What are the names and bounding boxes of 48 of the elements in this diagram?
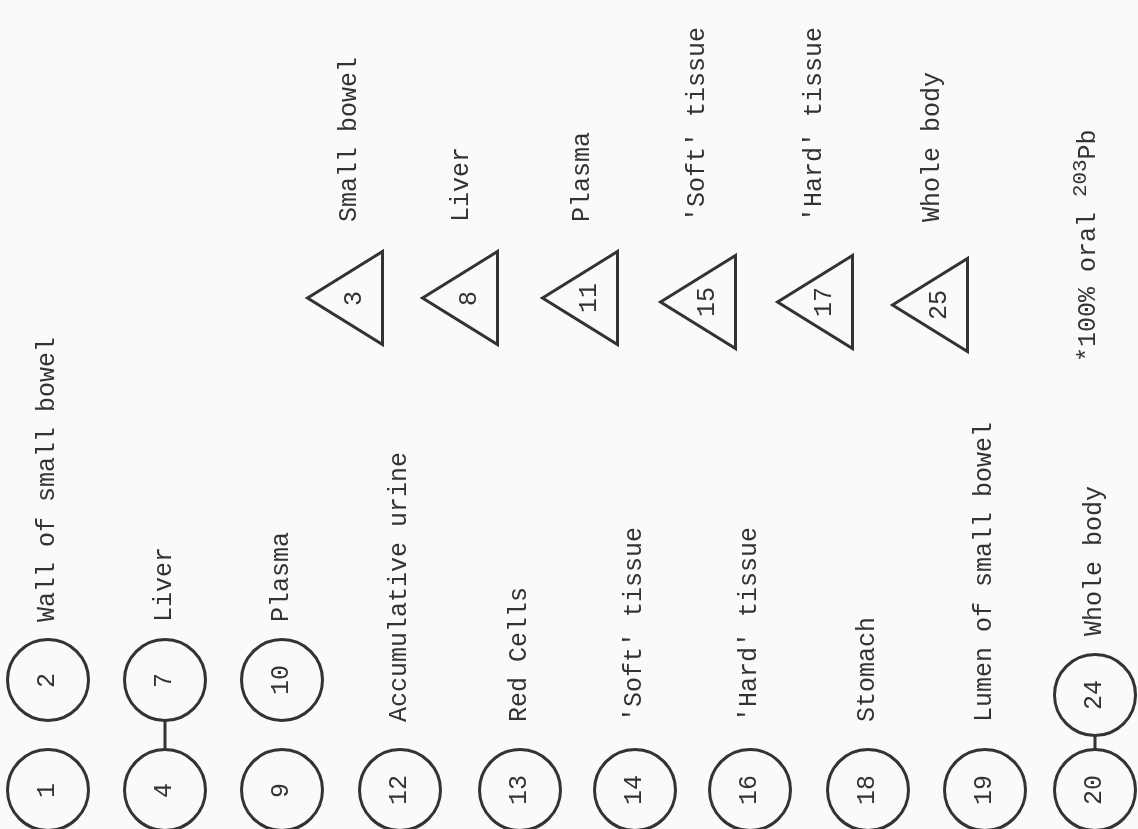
compartment-number: 3: [340, 290, 370, 306]
compartment-label: Whole body: [1080, 485, 1110, 636]
compartment-number: 20: [1080, 775, 1110, 805]
compartment-number: 17: [810, 287, 840, 317]
compartment-number: 7: [150, 672, 180, 688]
compartment-number: 4: [150, 782, 180, 798]
compartment-number: 18: [853, 775, 883, 805]
compartment-number: 11: [575, 283, 605, 313]
compartment-circle: [6, 638, 90, 722]
compartment-label: 'Soft' tissue: [683, 26, 713, 222]
compartment-number: 1: [33, 782, 63, 798]
compartment-number: 10: [267, 665, 297, 695]
compartment-triangle: [659, 254, 737, 350]
compartment-label: Accumulative urine: [385, 451, 415, 722]
compartment-circle: [1053, 653, 1137, 737]
compartment-triangle: [541, 250, 619, 346]
compartment-label: 'Hard' tissue: [735, 526, 765, 722]
compartment-label: Liver: [150, 547, 180, 622]
compartment-number: 8: [455, 290, 485, 306]
compartment-label: Lumen of small bowel: [970, 421, 1000, 722]
compartment-label: Small bowel: [335, 56, 365, 222]
compartment-number: 16: [735, 775, 765, 805]
compartment-triangle: [306, 250, 384, 346]
compartment-number: 13: [505, 775, 535, 805]
compartment-number: 24: [1080, 680, 1110, 710]
compartment-label: Liver: [447, 147, 477, 222]
compartment-label: 'Soft' tissue: [620, 526, 650, 722]
compartment-circle: [123, 638, 207, 722]
compartment-label: Stomach: [853, 616, 883, 722]
compartment-number: 25: [925, 290, 955, 320]
compartment-number: 9: [267, 782, 297, 798]
compartment-triangle: [421, 250, 499, 346]
compartment-triangle: [891, 257, 969, 353]
compartment-triangle: [776, 254, 854, 350]
connector-line: [1093, 735, 1097, 750]
compartment-number: 12: [385, 775, 415, 805]
compartment-circle: [240, 638, 324, 722]
compartment-number: 2: [33, 672, 63, 688]
compartment-label: Plasma: [568, 132, 598, 222]
compartment-number: 19: [970, 775, 1000, 805]
compartment-label: Whole body: [918, 71, 948, 222]
compartment-label: 'Hard' tissue: [800, 26, 830, 222]
connector-line: [163, 720, 167, 750]
compartment-label: Red Cells: [505, 586, 535, 722]
compartment-number: 14: [620, 775, 650, 805]
compartment-label: Wall of small bowel: [33, 336, 63, 622]
compartment-label: Plasma: [267, 532, 297, 622]
compartment-number: 15: [693, 287, 723, 317]
